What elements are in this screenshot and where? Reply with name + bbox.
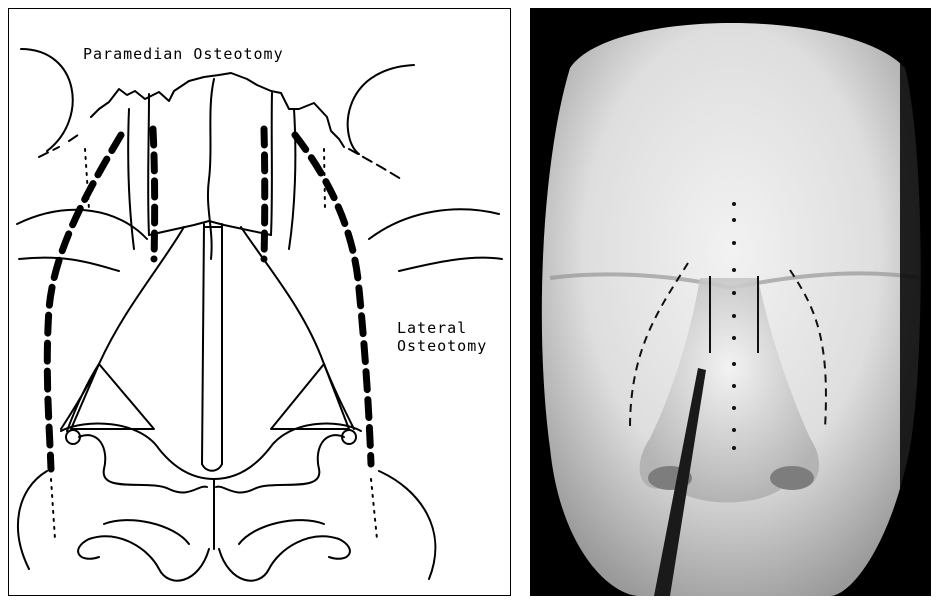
right-alar-inner bbox=[216, 435, 344, 492]
right-face-curve bbox=[399, 258, 502, 271]
left-frontal-curve bbox=[17, 210, 147, 239]
right-frontal-process bbox=[289, 109, 295, 249]
right-top-dash bbox=[349, 149, 401, 179]
right-alar-curve bbox=[214, 424, 361, 479]
left-paramedian-osteotomy bbox=[153, 129, 155, 259]
right-nasal-side bbox=[271, 93, 272, 235]
right-nostril-shadow bbox=[770, 466, 814, 490]
septum-left-line bbox=[202, 224, 204, 464]
right-triangle bbox=[271, 364, 349, 429]
right-nostril-outer bbox=[239, 520, 324, 544]
left-dotted-lower bbox=[51, 479, 55, 539]
right-orbit-outline bbox=[348, 65, 414, 154]
left-lateral-osteotomy bbox=[47, 135, 121, 469]
paramedian-osteotomy-label: Paramedian Osteotomy bbox=[83, 45, 284, 63]
left-cheek-lower bbox=[18, 471, 47, 569]
right-paramedian-osteotomy bbox=[264, 129, 265, 259]
left-nasal-side bbox=[148, 94, 149, 235]
left-orbit-outline bbox=[21, 49, 73, 151]
left-triangle bbox=[71, 364, 154, 429]
skull-model-photo bbox=[530, 8, 931, 596]
lateral-osteotomy-label-line2: Osteotomy bbox=[397, 337, 487, 355]
left-alar-curve bbox=[61, 424, 214, 479]
nasal-midline bbox=[208, 79, 214, 259]
right-lateral-osteotomy bbox=[295, 135, 371, 464]
osteotomy-diagram-panel: Paramedian Osteotomy Lateral Osteotomy bbox=[8, 8, 511, 596]
left-face-curve bbox=[19, 258, 119, 271]
left-nostril-outer bbox=[104, 520, 189, 544]
septum-bottom bbox=[202, 464, 222, 471]
osteotomy-diagram: Paramedian Osteotomy Lateral Osteotomy bbox=[9, 9, 510, 595]
right-cheek-lower bbox=[379, 471, 435, 579]
right-dotted-lower bbox=[371, 479, 377, 539]
left-knob bbox=[66, 430, 80, 444]
skull-photo-image bbox=[530, 8, 931, 596]
lateral-osteotomy-label-line1: Lateral bbox=[397, 319, 467, 337]
left-alar-inner bbox=[79, 435, 207, 492]
right-frontal-curve bbox=[369, 209, 499, 239]
